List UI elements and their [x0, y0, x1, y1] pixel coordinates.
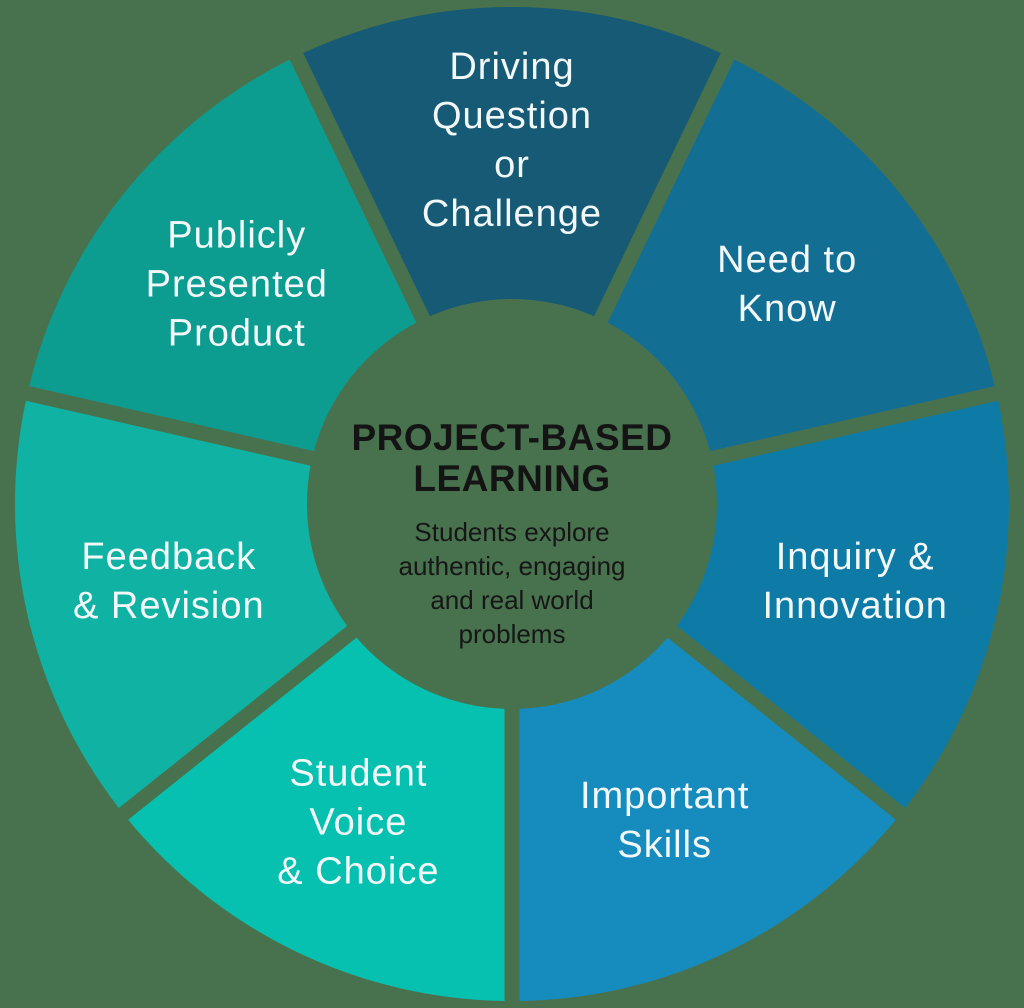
subtitle-line-3: and real world [430, 585, 594, 615]
diagram-subtitle: Students explore authentic, engaging and… [297, 515, 727, 651]
subtitle-line-4: problems [458, 619, 566, 649]
subtitle-line-2: authentic, engaging [398, 551, 626, 581]
title-line-2: LEARNING [413, 458, 611, 499]
segment-important-skills [519, 637, 896, 1001]
segment-inquiry-and-innovation [676, 400, 1009, 808]
subtitle-line-1: Students explore [414, 517, 610, 547]
segment-publicly-presented-product [29, 59, 417, 452]
center-text: PROJECT-BASED LEARNING Students explore … [297, 417, 727, 651]
diagram-title: PROJECT-BASED LEARNING [297, 417, 727, 499]
segment-student-voice-and-choice [128, 637, 505, 1001]
segment-feedback-and-revision [15, 400, 348, 808]
segment-need-to-know [607, 59, 995, 452]
segment-driving-question-or-challenge [303, 7, 721, 317]
title-line-1: PROJECT-BASED [351, 417, 673, 458]
